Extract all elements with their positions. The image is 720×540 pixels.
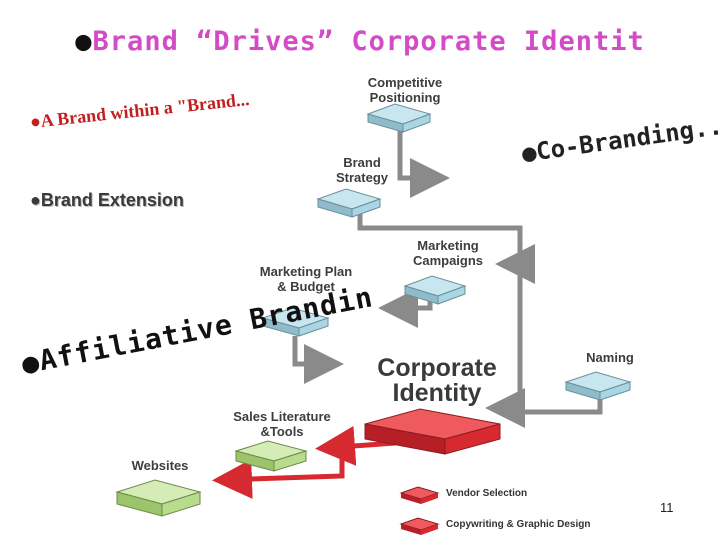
connector-positioning-to-strategy: [397, 128, 450, 198]
box-corporate-identity: [364, 408, 501, 455]
box-marketing-plan: [261, 307, 330, 337]
box-brand-strategy: [316, 188, 382, 218]
label-naming: Naming: [586, 350, 634, 365]
label-websites: Websites: [131, 458, 189, 473]
label-brand-strategy: Brand Strategy: [335, 155, 389, 185]
title-bullet: ●: [75, 26, 93, 57]
connector-naming-to-main: [520, 398, 603, 415]
title-text: Brand “Drives” Corporate Identit: [92, 26, 645, 57]
box-websites: [115, 479, 202, 517]
label-sales-literature: Sales Literature &Tools: [233, 409, 331, 439]
legend-vendor-selection: Vendor Selection: [446, 488, 528, 499]
gray-connectors: [292, 128, 603, 428]
legend-copywriting: Copywriting & Graphic Design: [446, 519, 591, 530]
connector-sales-to-web: [212, 456, 345, 499]
page-number: 11: [660, 500, 674, 515]
box-competitive-positioning: [366, 103, 432, 133]
box-marketing-campaigns: [403, 275, 467, 305]
legend-red-box-copywriting: [399, 517, 440, 535]
connector-campaigns-to-plan: [378, 288, 433, 328]
connector-plan-down: [292, 336, 344, 384]
slide-title: ●Brand “Drives” Corporate Identit: [0, 26, 720, 57]
connector-strategy-to-main: [357, 212, 523, 408]
label-marketing-campaigns: Marketing Campaigns: [412, 238, 484, 268]
label-competitive-positioning: Competitive Positioning: [367, 75, 443, 105]
legend-red-box-vendor: [399, 486, 440, 504]
box-naming: [564, 371, 632, 401]
callout-brand-extension: ●Brand Extension: [30, 190, 184, 210]
label-marketing-plan: Marketing Plan & Budget: [259, 264, 353, 294]
box-sales-literature: [234, 440, 308, 472]
label-corporate-identity: Corporate Identity: [377, 354, 497, 407]
